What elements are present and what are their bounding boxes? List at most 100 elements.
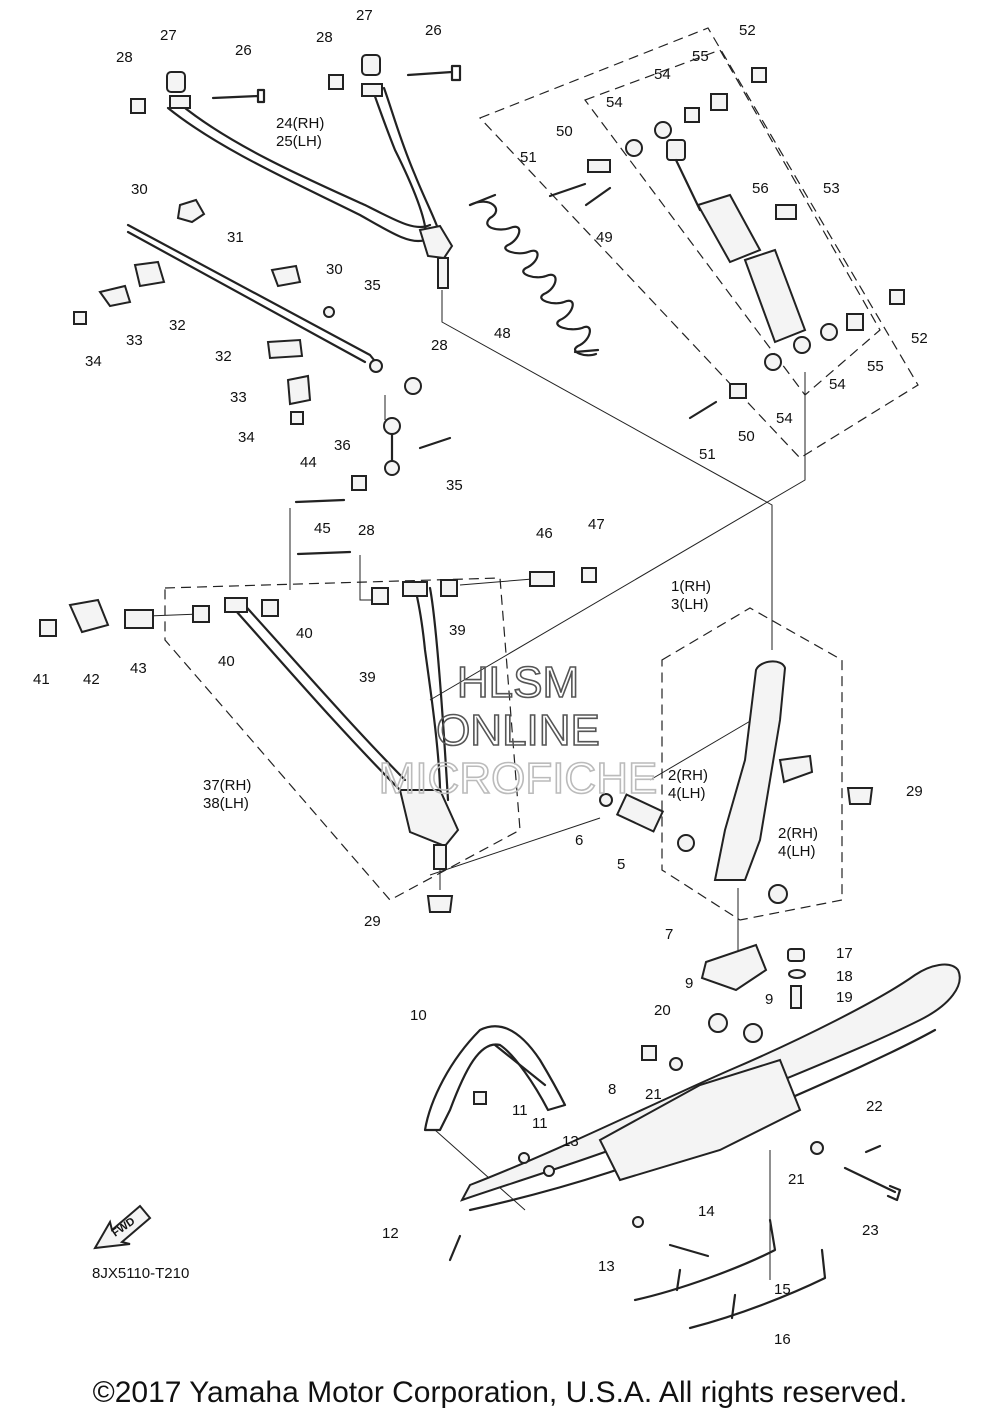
- callout-13: 13: [562, 1133, 579, 1150]
- callout-16: 16: [774, 1331, 791, 1348]
- callout-15: 15: [774, 1281, 791, 1298]
- shock-absorber: [548, 67, 905, 420]
- callout-48: 48: [494, 325, 511, 342]
- callout-30: 30: [326, 261, 343, 278]
- callout-11: 11: [532, 1115, 548, 1132]
- callout-42: 42: [83, 671, 100, 688]
- callout-37-rh: 37(RH): [203, 777, 251, 794]
- callout-21: 21: [645, 1086, 662, 1103]
- callout-43: 43: [130, 660, 147, 677]
- callout-54: 54: [829, 376, 846, 393]
- callout-46: 46: [536, 525, 553, 542]
- callout-24-rh: 24(RH): [276, 115, 324, 132]
- callout-30: 30: [131, 181, 148, 198]
- callout-53: 53: [823, 180, 840, 197]
- callout-29: 29: [364, 913, 381, 930]
- callout-2-rh: 2(RH): [668, 767, 708, 784]
- callout-55: 55: [692, 48, 709, 65]
- ski: [448, 943, 961, 1330]
- callout-27: 27: [356, 7, 373, 24]
- watermark-line-1: HLSM: [457, 658, 579, 707]
- callout-10: 10: [410, 1007, 427, 1024]
- callout-36: 36: [334, 437, 351, 454]
- upper-a-arm: [166, 83, 454, 289]
- callout-23: 23: [862, 1222, 879, 1239]
- callout-5: 5: [617, 856, 625, 873]
- callout-33: 33: [126, 332, 143, 349]
- callout-6: 6: [575, 832, 583, 849]
- callout-45: 45: [314, 520, 331, 537]
- callout-54: 54: [776, 410, 793, 427]
- callout-54: 54: [606, 94, 623, 111]
- callout-26: 26: [235, 42, 252, 59]
- callout-56: 56: [752, 180, 769, 197]
- callout-1-rh: 1(RH): [671, 578, 711, 595]
- top-hardware: [130, 54, 462, 114]
- callout-50: 50: [738, 428, 755, 445]
- callout-19: 19: [836, 989, 853, 1006]
- callout-25-lh: 25(LH): [276, 133, 322, 150]
- callout-9: 9: [685, 975, 693, 992]
- spindle: [426, 660, 874, 913]
- callout-55: 55: [867, 358, 884, 375]
- callout-26: 26: [425, 22, 442, 39]
- callout-50: 50: [556, 123, 573, 140]
- watermark-line-3: MICROFICHE: [379, 754, 658, 803]
- callout-18: 18: [836, 968, 853, 985]
- callout-9: 9: [765, 991, 773, 1008]
- copyright-notice: ©2017 Yamaha Motor Corporation, U.S.A. A…: [92, 1376, 908, 1409]
- link-rod: [351, 417, 452, 491]
- callout-28: 28: [116, 49, 133, 66]
- callout-12: 12: [382, 1225, 399, 1242]
- callout-22: 22: [866, 1098, 883, 1115]
- callout-47: 47: [588, 516, 605, 533]
- callout-20: 20: [654, 1002, 671, 1019]
- callout-49: 49: [596, 229, 613, 246]
- callout-21: 21: [788, 1171, 805, 1188]
- callout-14: 14: [698, 1203, 715, 1220]
- callout-38-lh: 38(LH): [203, 795, 249, 812]
- lower-a-arm: [39, 498, 597, 870]
- callout-34: 34: [85, 353, 102, 370]
- fwd-arrow: FWD: [93, 1204, 152, 1250]
- callout-34: 34: [238, 429, 255, 446]
- callout-13: 13: [598, 1258, 615, 1275]
- callout-31: 31: [227, 229, 244, 246]
- callout-11: 11: [512, 1102, 528, 1119]
- watermark-line-2: ONLINE: [436, 706, 600, 755]
- callout-51: 51: [699, 446, 716, 463]
- callout-40: 40: [296, 625, 313, 642]
- callout-17: 17: [836, 945, 853, 962]
- callout-4-lh: 4(LH): [668, 785, 706, 802]
- callout-2-rh: 2(RH): [778, 825, 818, 842]
- callout-44: 44: [300, 454, 317, 471]
- callout-35: 35: [364, 277, 381, 294]
- callout-33: 33: [230, 389, 247, 406]
- callout-28: 28: [316, 29, 333, 46]
- callout-4-lh: 4(LH): [778, 843, 816, 860]
- callout-35: 35: [446, 477, 463, 494]
- spring: [468, 193, 600, 357]
- callout-labels: 27 28 26 27 28 26 24(RH) 25(LH) 30 31 30…: [33, 7, 928, 1348]
- stabilizer-bar: [73, 198, 422, 425]
- callout-27: 27: [160, 27, 177, 44]
- callout-28: 28: [358, 522, 375, 539]
- callout-29: 29: [906, 783, 923, 800]
- callout-32: 32: [169, 317, 186, 334]
- callout-3-lh: 3(LH): [671, 596, 709, 613]
- callout-8: 8: [608, 1081, 616, 1098]
- callout-52: 52: [911, 330, 928, 347]
- callout-7: 7: [665, 926, 673, 943]
- callout-39: 39: [359, 669, 376, 686]
- diagram-code: 8JX5110-T210: [92, 1265, 189, 1282]
- callout-32: 32: [215, 348, 232, 365]
- ski-handle: [423, 1025, 567, 1132]
- callout-39: 39: [449, 622, 466, 639]
- callout-41: 41: [33, 671, 50, 688]
- callout-28: 28: [431, 337, 448, 354]
- watermark: HLSM ONLINE MICROFICHE: [378, 657, 658, 804]
- callout-54: 54: [654, 66, 671, 83]
- callout-52: 52: [739, 22, 756, 39]
- callout-51: 51: [520, 149, 537, 166]
